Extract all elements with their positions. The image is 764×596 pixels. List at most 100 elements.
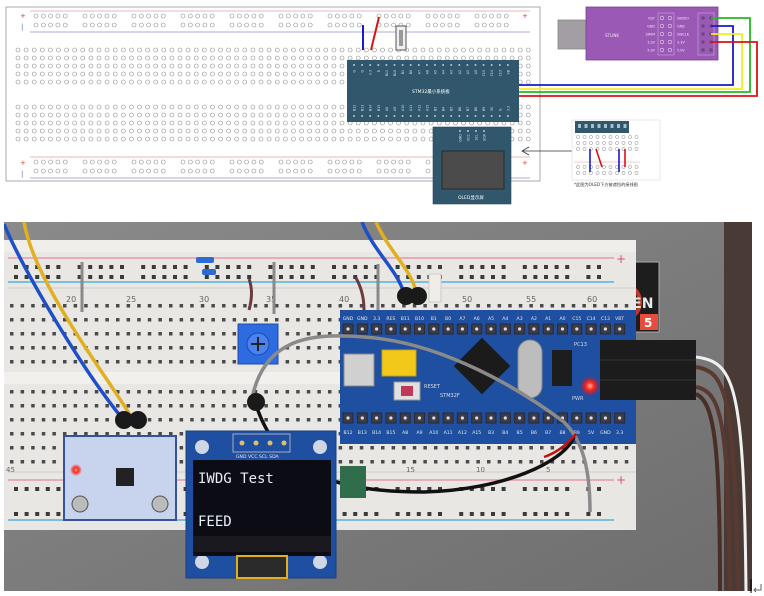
- hole: [331, 63, 337, 69]
- hole: [491, 487, 495, 491]
- hole: [39, 128, 45, 134]
- hole: [96, 104, 102, 110]
- hole: [247, 275, 252, 279]
- pin: [597, 124, 601, 128]
- hole: [474, 13, 480, 19]
- hole: [383, 22, 389, 28]
- hole: [96, 47, 102, 53]
- pin: [450, 64, 453, 66]
- hole: [243, 390, 247, 394]
- hole: [10, 404, 14, 408]
- hole: [202, 128, 207, 134]
- hole: [88, 112, 94, 118]
- hole: [64, 136, 69, 142]
- hole: [94, 418, 99, 422]
- hole: [342, 512, 347, 516]
- hole: [253, 390, 258, 394]
- hole: [188, 168, 193, 174]
- hole: [160, 22, 166, 28]
- hole: [481, 22, 487, 28]
- hole: [497, 304, 502, 308]
- pin: [432, 327, 436, 331]
- hole: [31, 128, 37, 134]
- hole: [35, 487, 40, 491]
- hole: [380, 128, 385, 134]
- hole: [509, 47, 515, 53]
- hole: [161, 104, 167, 110]
- hole: [226, 55, 231, 61]
- hole: [278, 168, 284, 174]
- hole: [465, 446, 470, 450]
- column-number: 30: [199, 295, 209, 304]
- hole: [63, 304, 67, 308]
- pin-label: C13: [498, 70, 502, 76]
- hole: [307, 47, 312, 53]
- hole: [195, 13, 200, 19]
- pin-label: A4: [502, 316, 508, 322]
- hole: [121, 136, 126, 142]
- hole: [480, 275, 485, 279]
- hole: [438, 265, 442, 269]
- pin: [667, 47, 673, 53]
- hole: [455, 446, 459, 450]
- hole: [23, 71, 29, 77]
- hole: [258, 47, 264, 53]
- hole: [31, 136, 37, 142]
- pin-label: A15: [472, 430, 481, 436]
- hole: [299, 63, 304, 69]
- hole: [226, 47, 231, 53]
- hole: [104, 136, 110, 142]
- hole: [169, 390, 173, 394]
- hole: [266, 71, 272, 77]
- pin: [546, 416, 550, 420]
- hole: [232, 332, 237, 336]
- pin-label: A3: [517, 316, 523, 322]
- hole: [218, 63, 223, 69]
- hole: [299, 112, 304, 118]
- hole: [52, 418, 56, 422]
- hole: [481, 13, 487, 19]
- hole: [94, 432, 99, 436]
- hole: [169, 418, 173, 422]
- hole: [193, 71, 199, 77]
- pin: [560, 327, 565, 331]
- hole: [544, 265, 548, 269]
- hole: [161, 47, 167, 53]
- hole: [634, 141, 639, 145]
- boot-jumper: [381, 349, 417, 377]
- hole: [508, 446, 512, 450]
- hole: [188, 159, 193, 165]
- pin: [575, 416, 579, 420]
- hole: [94, 346, 99, 350]
- hole: [293, 22, 298, 28]
- hole: [459, 265, 464, 269]
- hole: [328, 346, 332, 350]
- hole: [121, 47, 126, 53]
- hole: [94, 390, 99, 394]
- hole: [628, 147, 632, 151]
- pin-label: 3.3: [369, 70, 373, 75]
- hole: [137, 71, 142, 77]
- hole: [244, 159, 249, 165]
- hole: [169, 112, 175, 118]
- pin: [503, 416, 507, 420]
- hole: [496, 13, 502, 19]
- hole: [339, 63, 345, 69]
- hole: [169, 346, 173, 350]
- hole: [356, 168, 362, 174]
- hole: [229, 22, 235, 28]
- hole: [185, 79, 191, 85]
- pin: [450, 115, 453, 117]
- hole: [195, 159, 200, 165]
- hole: [15, 47, 21, 53]
- hole: [593, 446, 597, 450]
- pin: [353, 64, 355, 66]
- hole: [412, 446, 417, 450]
- hole: [405, 168, 411, 174]
- pin: [709, 48, 713, 52]
- hole: [88, 55, 94, 61]
- hole: [388, 136, 393, 142]
- hole: [98, 275, 103, 279]
- hole: [56, 487, 61, 491]
- hole: [229, 159, 235, 165]
